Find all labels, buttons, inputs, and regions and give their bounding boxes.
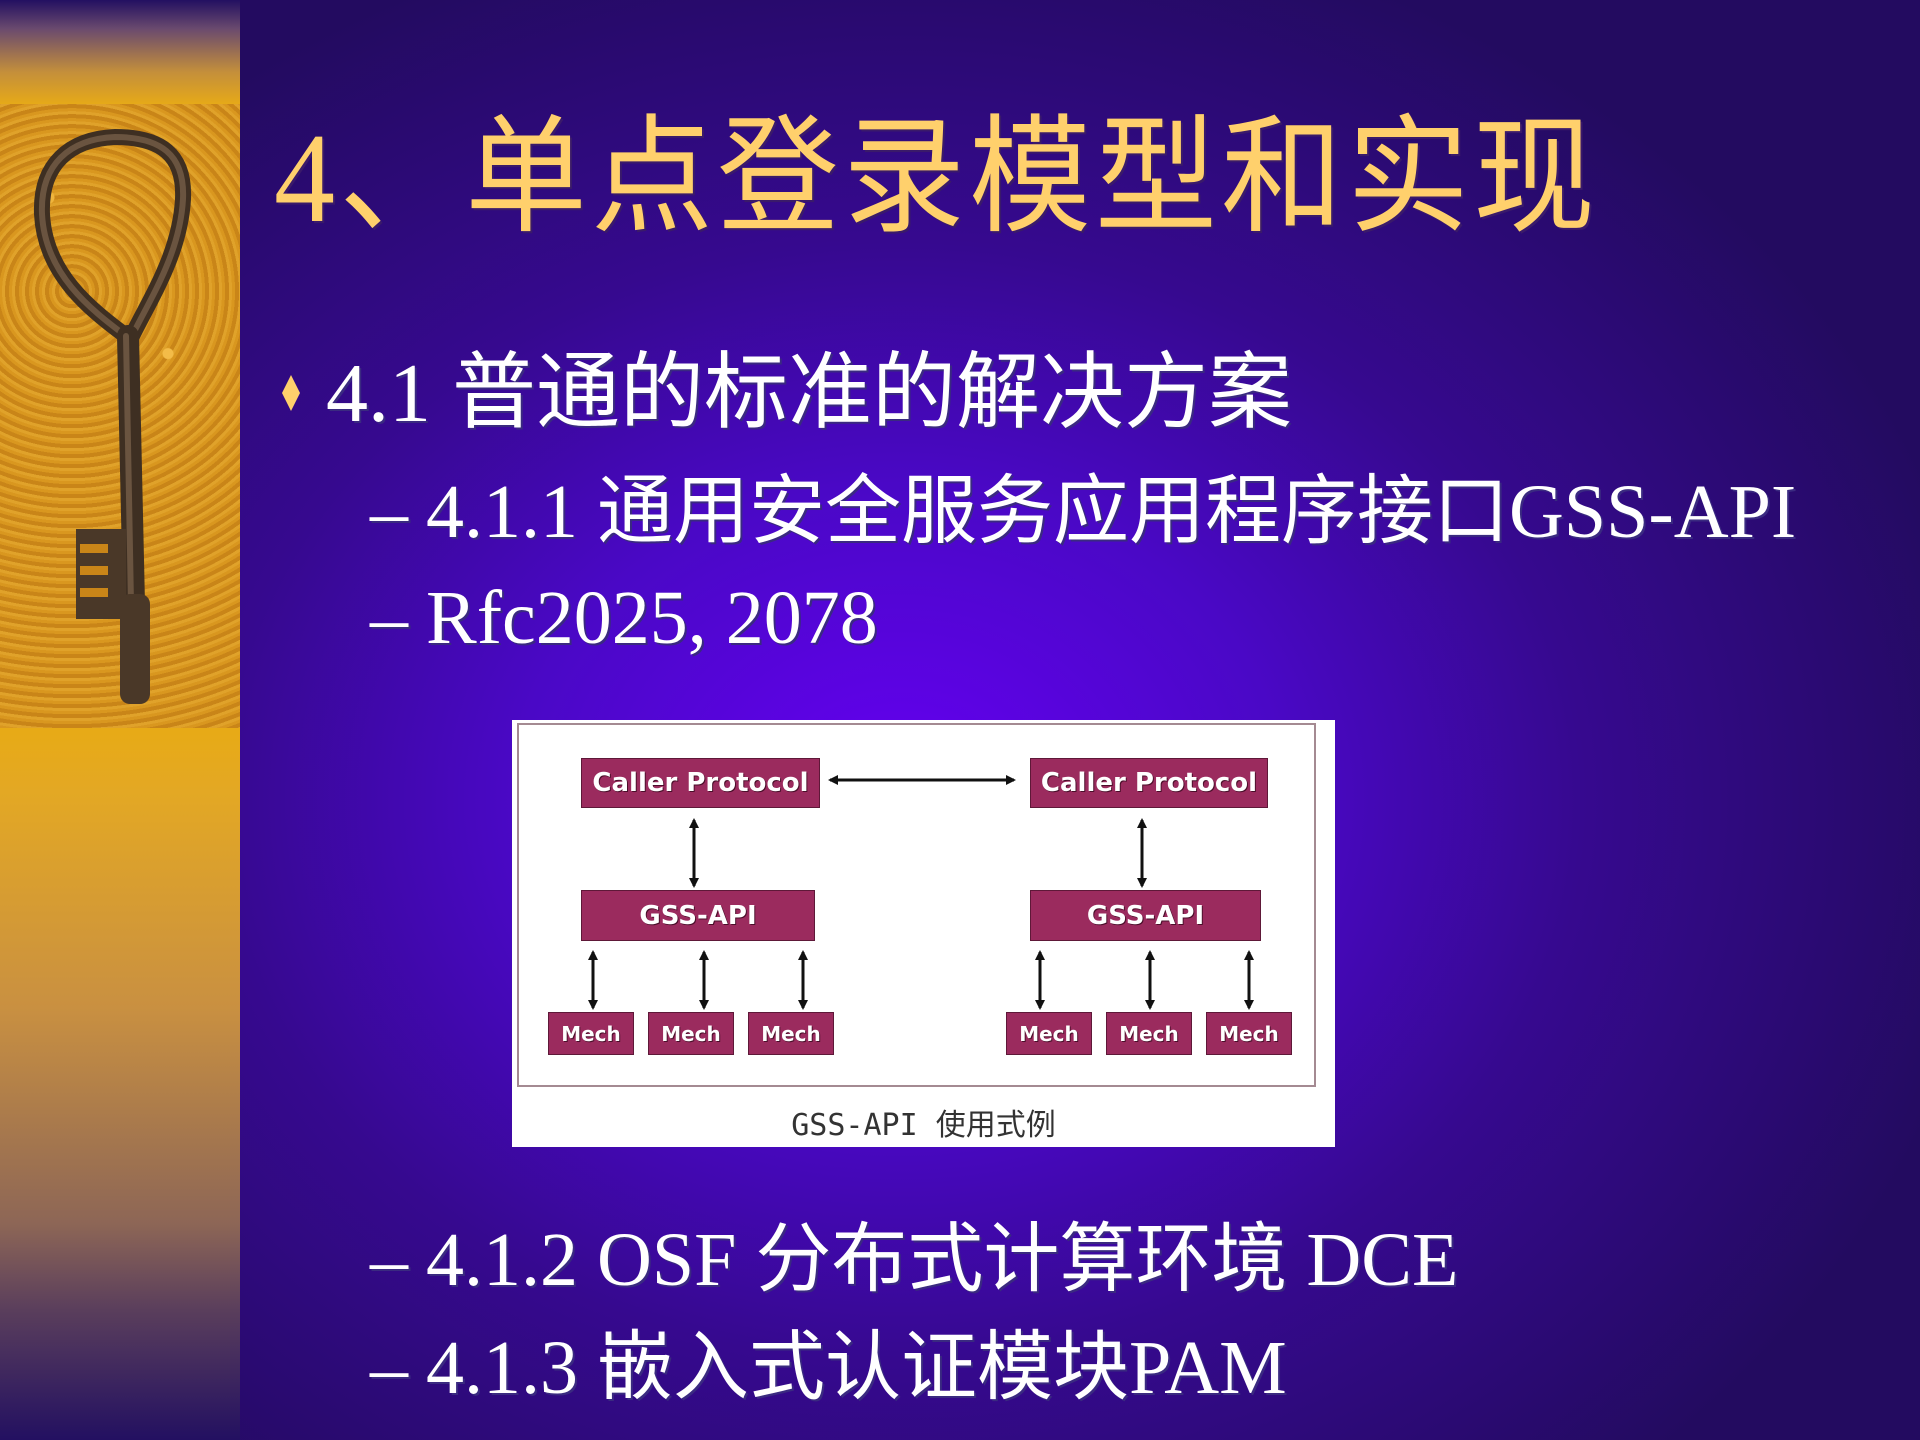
diagram-caption: GSS-API 使用式例 (791, 1108, 1056, 1143)
bullet-text: 4.1.1 通用安全服务应用程序接口GSS-API (426, 470, 1797, 554)
caller-protocol-box-left: Caller Protocol (581, 758, 820, 808)
bullet-level2: –4.1.2 OSF 分布式计算环境 DCE (370, 1222, 1458, 1298)
diamond-bullet-icon (282, 375, 300, 411)
diagram-frame (517, 723, 1316, 1087)
bullet-level2: –4.1.3 嵌入式认证模块PAM (370, 1330, 1287, 1406)
mech-box: Mech (1006, 1012, 1092, 1055)
bullet-level2: –4.1.1 通用安全服务应用程序接口GSS-API (370, 474, 1796, 550)
dash-marker: – (370, 470, 408, 554)
slide-title: 4、单点登录模型和实现 (274, 107, 1599, 250)
mech-box: Mech (1106, 1012, 1192, 1055)
dash-marker: – (370, 1326, 408, 1410)
mech-box: Mech (648, 1012, 734, 1055)
dash-marker: – (370, 1218, 408, 1302)
bullet-text: 4.1.3 嵌入式认证模块PAM (426, 1326, 1287, 1410)
bullet-text: Rfc2025, 2078 (426, 576, 878, 660)
gss-api-box-left: GSS-API (581, 890, 815, 941)
key-icon (33, 128, 192, 704)
bullet-text: 4.1.2 OSF 分布式计算环境 DCE (426, 1218, 1459, 1302)
mech-box: Mech (1206, 1012, 1292, 1055)
arrows-icon (588, 775, 1254, 1010)
key-image (0, 104, 240, 728)
gss-api-box-right: GSS-API (1030, 890, 1261, 941)
mech-box: Mech (748, 1012, 834, 1055)
caller-protocol-box-right: Caller Protocol (1030, 758, 1268, 808)
gss-api-diagram: Caller Protocol Caller Protocol GSS-API … (512, 720, 1335, 1147)
dash-marker: – (370, 576, 408, 660)
bullet-text: 4.1 普通的标准的解决方案 (326, 347, 1293, 440)
bullet-level1: 4.1 普通的标准的解决方案 (282, 352, 1292, 436)
bullet-level2: –Rfc2025, 2078 (370, 580, 878, 656)
mech-box: Mech (548, 1012, 634, 1055)
